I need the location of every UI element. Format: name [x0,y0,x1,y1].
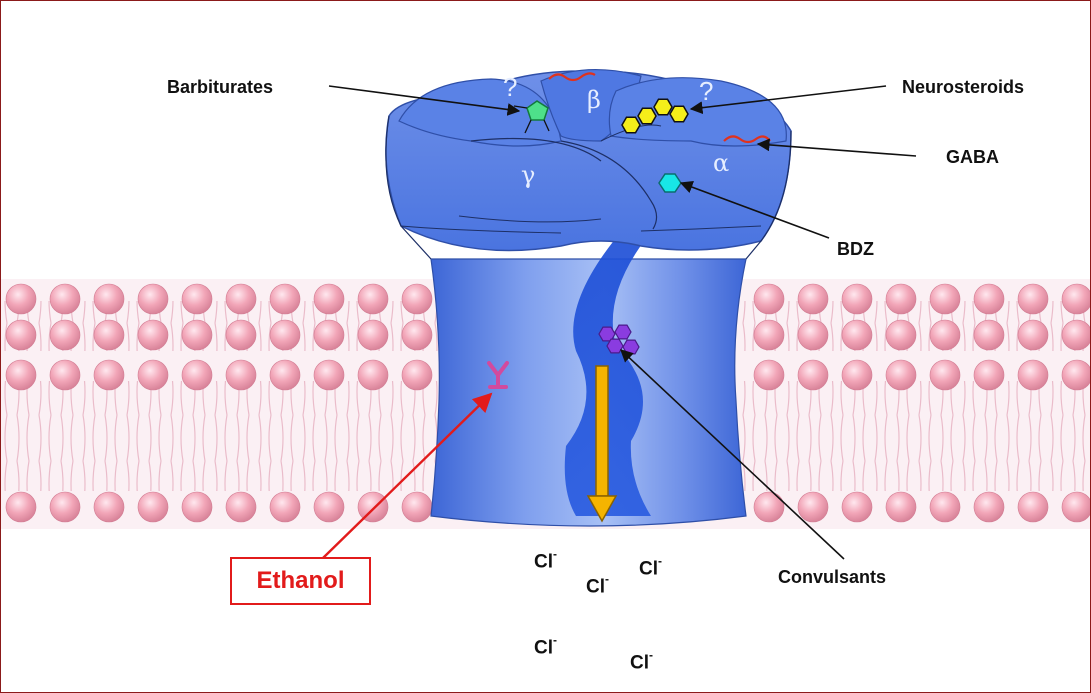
chloride-ion: Cl- [534,549,557,573]
lipid-head [930,320,960,350]
lipid-head [798,492,828,522]
bdz-label: BDZ [837,239,874,260]
lipid-head [842,360,872,390]
lipid-head [314,492,344,522]
lipid-head [886,360,916,390]
gaba-label: GABA [946,147,999,168]
lipid-head [226,284,256,314]
lipid-head [94,360,124,390]
lipid-head [974,492,1004,522]
lipid-head [402,284,432,314]
ethanol-label: Ethanol [257,567,345,595]
lipid-head [6,284,36,314]
lipid-head [1018,492,1048,522]
lipid-head [886,320,916,350]
lipid-head [226,492,256,522]
chloride-ion: Cl- [534,635,557,659]
unknown-subunit-left-label: ? [503,72,517,103]
lipid-head [358,492,388,522]
lipid-head [842,492,872,522]
lipid-head [94,284,124,314]
lipid-head [270,284,300,314]
lipid-head [974,284,1004,314]
lipid-head [754,320,784,350]
alpha-subunit-label: α [713,149,729,177]
lipid-head [50,360,80,390]
lipid-head [842,284,872,314]
lipid-head [226,360,256,390]
beta-subunit-label: β [587,86,601,114]
lipid-head [182,284,212,314]
lipid-head [1062,284,1090,314]
bdz-hexagon-icon [659,174,681,192]
convulsants-label: Convulsants [778,567,886,588]
lipid-head [974,360,1004,390]
lipid-head [754,284,784,314]
lipid-head [138,360,168,390]
lipid-head [94,320,124,350]
lipid-head [314,360,344,390]
lipid-head [358,320,388,350]
lipid-head [270,360,300,390]
lipid-head [6,492,36,522]
lipid-head [1018,360,1048,390]
lipid-head [226,320,256,350]
lipid-head [930,492,960,522]
lipid-head [314,284,344,314]
lipid-head [314,320,344,350]
gamma-subunit-label: γ [521,161,535,189]
lipid-head [402,492,432,522]
lipid-head [930,360,960,390]
lipid-head [1018,284,1048,314]
lipid-head [6,320,36,350]
lipid-head [1062,492,1090,522]
lipid-head [6,360,36,390]
lipid-head [182,492,212,522]
lipid-head [138,284,168,314]
lipid-head [974,320,1004,350]
lipid-head [358,360,388,390]
lipid-head [1062,360,1090,390]
lipid-head [1062,320,1090,350]
lipid-head [50,492,80,522]
lipid-head [50,284,80,314]
chloride-ion: Cl- [630,650,653,674]
lipid-head [138,320,168,350]
lipid-head [754,360,784,390]
barbiturates-label: Barbiturates [167,77,273,98]
lipid-head [402,320,432,350]
unknown-subunit-right-label: ? [699,76,713,107]
lipid-head [358,284,388,314]
lipid-head [1018,320,1048,350]
lipid-head [886,492,916,522]
neurosteroids-label: Neurosteroids [902,77,1024,98]
lipid-head [930,284,960,314]
lipid-head [270,492,300,522]
chloride-ion: Cl- [639,556,662,580]
lipid-head [402,360,432,390]
lipid-head [886,284,916,314]
lipid-head [798,284,828,314]
lipid-head [138,492,168,522]
lipid-head [270,320,300,350]
lipid-head [798,320,828,350]
ethanol-callout: Ethanol [230,557,371,605]
lipid-head [842,320,872,350]
lipid-head [754,492,784,522]
lipid-head [50,320,80,350]
chloride-ion: Cl- [586,574,609,598]
lipid-head [182,320,212,350]
lipid-head [798,360,828,390]
lipid-head [94,492,124,522]
lipid-head [182,360,212,390]
